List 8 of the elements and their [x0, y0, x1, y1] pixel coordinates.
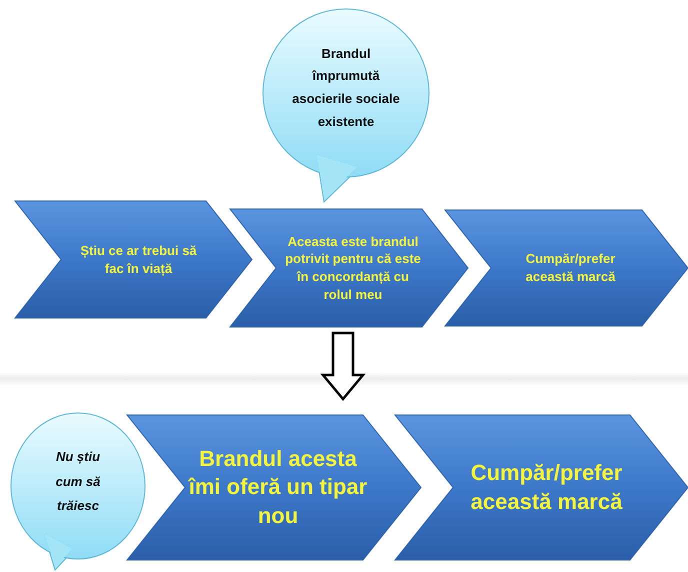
bubble-text: Brandul împrumută asocierile sociale existente — [292, 44, 400, 131]
step-text: Brandul acesta îmi oferă un tipar nou — [188, 444, 368, 530]
down-arrow — [320, 332, 366, 401]
step-text: Cumpăr/prefer această marcă — [470, 458, 624, 516]
step-text: Știu ce ar trebui să fac în viață — [79, 242, 198, 278]
step-text: Cumpăr/prefer această marcă — [524, 250, 616, 286]
step-text: Aceasta este brandul potrivit pentru că este în concordanță cu rolul meu — [284, 232, 422, 304]
bubble-text: Nu știu cum să trăiesc — [54, 448, 102, 516]
